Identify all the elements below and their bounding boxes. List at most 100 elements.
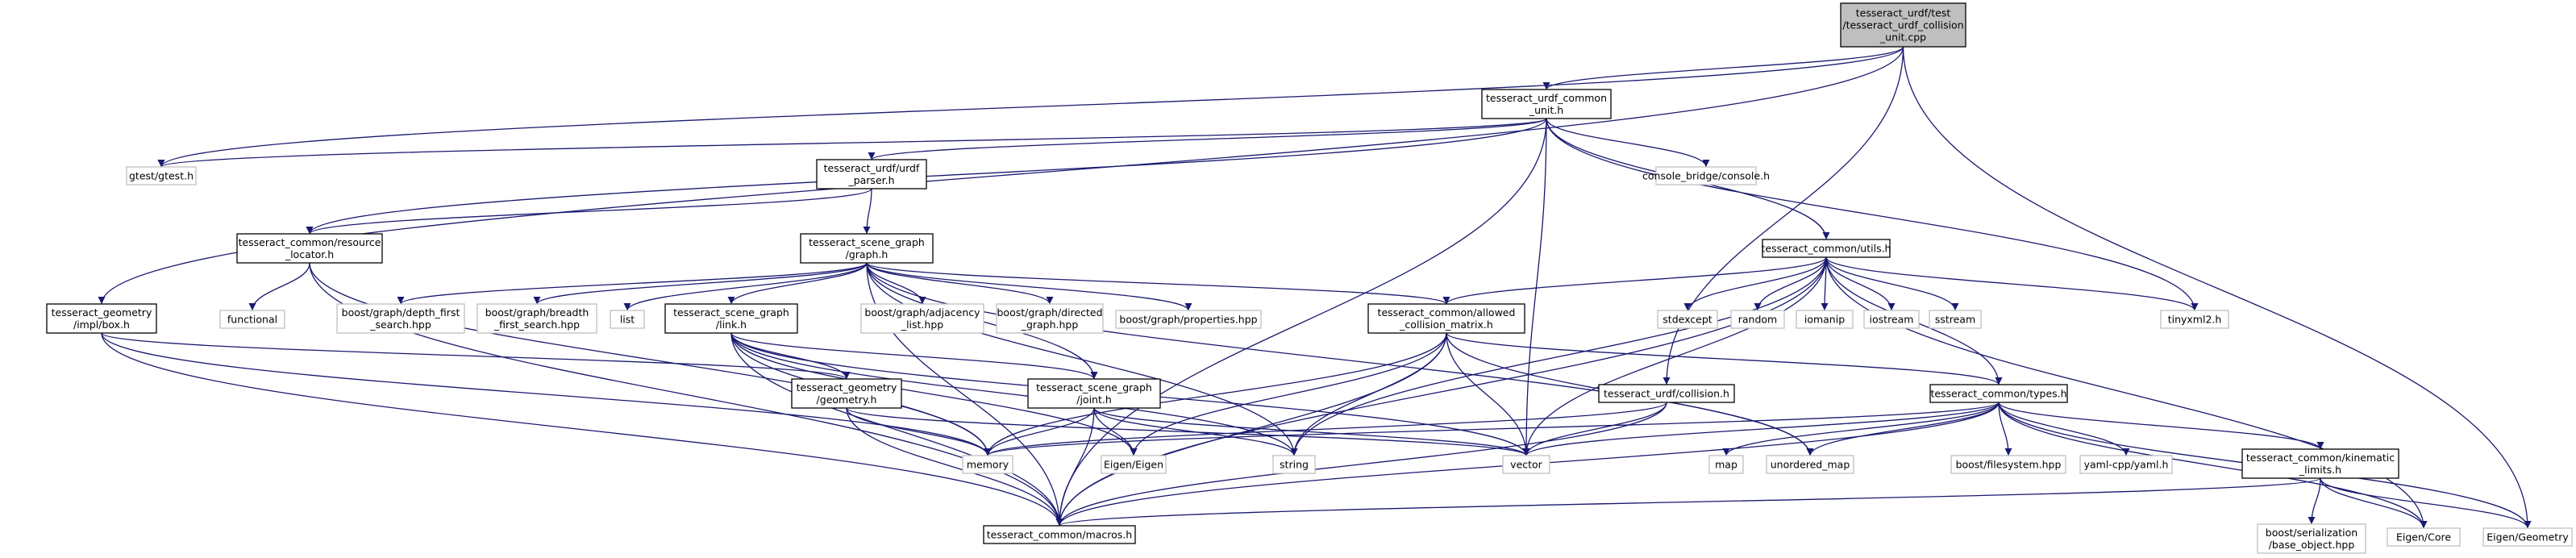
edge-utils-to-iostream: [1825, 256, 1896, 311]
node-label-line: functional: [227, 314, 277, 326]
node-resource-locator[interactable]: tesseract_common/resource_locator.h: [236, 233, 383, 264]
node-geometry[interactable]: tesseract_geometry/geometry.h: [791, 378, 902, 409]
node-label-line: map: [1715, 459, 1737, 471]
node-box: [1481, 89, 1612, 119]
edge-collision-to-memory: [984, 402, 1667, 456]
edge-collision-to-macros: [1055, 402, 1667, 527]
edge-resource-locator-to-functional: [248, 262, 310, 311]
node-box: [2241, 448, 2399, 479]
edge-link-to-joint: [730, 332, 1098, 380]
node-box: [1730, 310, 1785, 329]
node-filesystem: boost/filesystem.hpp: [1950, 455, 2066, 474]
node-iomanip: iomanip: [1796, 310, 1854, 329]
node-eigen-geometry: Eigen/Geometry: [2482, 527, 2573, 547]
edge-scene-graph-to-directed: [866, 262, 1054, 305]
node-label-line: _unit.h: [1529, 104, 1563, 116]
node-kinematic-limits[interactable]: tesseract_common/kinematic_limits.h: [2241, 448, 2399, 479]
node-box: [336, 303, 465, 334]
node-map: map: [1708, 455, 1744, 474]
node-label-line: vector: [1510, 459, 1543, 471]
node-label-line: tesseract_urdf_common: [1486, 92, 1607, 104]
node-utils[interactable]: tesseract_common/utils.h: [1762, 239, 1891, 258]
edge-root-to-box: [98, 46, 1904, 305]
edge-common-unit-to-console: [1546, 118, 1710, 168]
edge-types-to-vector: [1522, 402, 2000, 456]
node-label-line: _unit.cpp: [1879, 31, 1926, 44]
edge-utils-to-tinyxml2: [1825, 256, 2199, 311]
node-label-line: tesseract_geometry: [797, 381, 897, 394]
edge-common-unit-to-vector: [1522, 118, 1547, 456]
node-box: [983, 525, 1136, 544]
edge-utils-to-random: [1754, 256, 1827, 311]
node-label-line: _first_search.hpp: [493, 319, 580, 331]
node-macros[interactable]: tesseract_common/macros.h: [983, 525, 1136, 544]
node-label-line: tesseract_geometry: [52, 306, 152, 319]
edge-geometry-to-vector: [846, 407, 1530, 456]
edge-utils-to-sstream: [1825, 256, 1959, 311]
node-label-line: Eigen/Geometry: [2487, 531, 2569, 543]
node-label-line: _parser.h: [847, 174, 894, 186]
edge-common-unit-to-gtest: [158, 118, 1547, 168]
node-box: [1367, 303, 1525, 334]
node-label-line: Eigen/Eigen: [1104, 459, 1163, 471]
node-label-line: boost/filesystem.hpp: [1956, 459, 2062, 471]
node-box[interactable]: tesseract_geometry/impl/box.h: [46, 303, 157, 334]
edge-scene-graph-to-dfs: [397, 262, 868, 305]
node-box: [1950, 455, 2066, 474]
node-types[interactable]: tesseract_common/types.h: [1929, 384, 2068, 403]
node-box: [2257, 523, 2366, 554]
node-label-line: /impl/box.h: [73, 319, 130, 331]
node-box: [800, 233, 934, 264]
node-box: [2160, 310, 2229, 329]
node-acm[interactable]: tesseract_common/allowed_collision_matri…: [1367, 303, 1525, 334]
node-box: [1796, 310, 1854, 329]
node-root[interactable]: tesseract_urdf/test/tesseract_urdf_colli…: [1840, 2, 1966, 48]
node-box: [219, 310, 285, 329]
node-box: [2482, 527, 2573, 547]
edge-urdf-parser-to-resource-locator: [306, 188, 872, 235]
edge-types-to-eigen-core: [1998, 402, 2428, 529]
edge-geometry-to-macros: [846, 407, 1063, 527]
node-list: list: [610, 310, 645, 329]
node-label-line: string: [1280, 459, 1309, 471]
node-label-line: console_bridge/console.h: [1642, 170, 1770, 182]
edge-link-to-eigen: [730, 332, 1138, 456]
node-label-line: _search.hpp: [369, 319, 431, 331]
node-eigen-core: Eigen/Core: [2387, 527, 2461, 547]
node-urdf-parser[interactable]: tesseract_urdf/urdf_parser.h: [816, 159, 927, 189]
edge-urdf-parser-to-scene-graph: [863, 188, 872, 235]
node-box: [1101, 455, 1167, 474]
node-link[interactable]: tesseract_scene_graph/link.h: [664, 303, 798, 334]
node-label-line: random: [1738, 314, 1777, 326]
node-scene-graph[interactable]: tesseract_scene_graph/graph.h: [800, 233, 934, 264]
node-label-line: boost/graph/properties.hpp: [1119, 314, 1257, 326]
node-box: [1027, 378, 1161, 409]
edge-joint-to-macros: [1055, 407, 1095, 527]
edge-root-to-gtest: [157, 46, 1904, 168]
edge-common-unit-to-tinyxml2: [1546, 118, 2199, 311]
edge-utils-to-string: [1290, 256, 1827, 456]
edge-box-to-memory: [101, 332, 992, 456]
edge-common-unit-to-resource-locator: [306, 118, 1547, 235]
edge-utils-to-eigen-core: [1825, 256, 2428, 529]
node-label-line: iostream: [1870, 314, 1914, 326]
node-box: [46, 303, 157, 334]
node-box: [816, 159, 927, 189]
edge-joint-to-memory: [984, 407, 1095, 456]
node-string: string: [1272, 455, 1316, 474]
node-label-line: sstream: [1935, 314, 1975, 326]
edge-types-to-filesystem: [1998, 402, 2012, 456]
node-common-unit[interactable]: tesseract_urdf_common_unit.h: [1481, 89, 1612, 119]
node-collision[interactable]: tesseract_urdf/collision.h: [1598, 384, 1735, 403]
node-functional: functional: [219, 310, 285, 329]
node-label-line: _limits.h: [2299, 464, 2341, 476]
node-yaml: yaml-cpp/yaml.h: [2079, 455, 2173, 474]
node-directed: boost/graph/directed_graph.hpp: [996, 303, 1104, 334]
edge-scene-graph-to-string: [866, 262, 1298, 456]
node-bfs: boost/graph/breadth_first_search.hpp: [476, 303, 597, 334]
edge-link-to-string: [730, 332, 1298, 456]
node-joint[interactable]: tesseract_scene_graph/joint.h: [1027, 378, 1161, 409]
node-label-line: tesseract_scene_graph: [673, 306, 789, 319]
edge-root-to-eigen-geometry: [1902, 46, 2532, 529]
node-box: [236, 233, 383, 264]
